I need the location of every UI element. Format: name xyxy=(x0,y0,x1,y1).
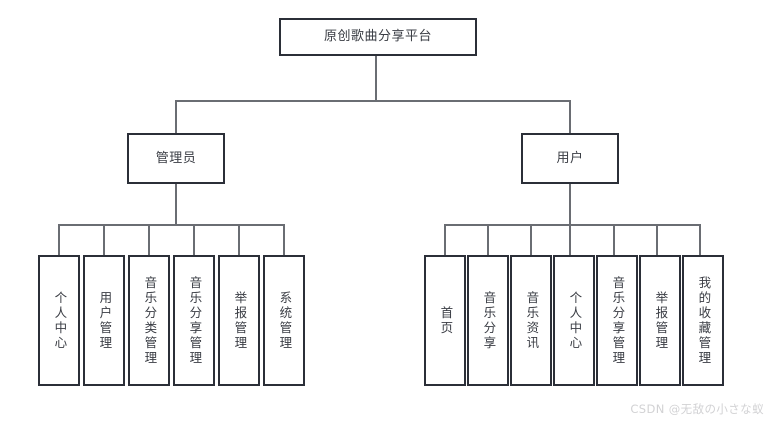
connector-admin-drop-1 xyxy=(58,224,60,256)
connector-user-bus xyxy=(444,224,699,226)
connector-admin-drop-5 xyxy=(238,224,240,256)
connector-admin-bus xyxy=(58,224,284,226)
node-leaf-user-1[interactable]: 首页 xyxy=(424,255,466,386)
node-leaf-user-2[interactable]: 音乐分享 xyxy=(467,255,509,386)
node-leaf-user-4[interactable]: 个人中心 xyxy=(553,255,595,386)
node-leaf-user-5[interactable]: 音乐分享管理 xyxy=(596,255,638,386)
connector-user-stem xyxy=(569,184,571,225)
node-leaf-admin-2[interactable]: 用户管理 xyxy=(83,255,125,386)
connector-admin-drop-2 xyxy=(103,224,105,256)
connector-user-drop-5 xyxy=(613,224,615,256)
connector-root-stem xyxy=(375,56,377,101)
connector-user-drop-3 xyxy=(530,224,532,256)
connector-user-drop-6 xyxy=(656,224,658,256)
connector-drop-admin xyxy=(175,100,177,134)
node-leaf-admin-1[interactable]: 个人中心 xyxy=(38,255,80,386)
node-leaf-user-6[interactable]: 举报管理 xyxy=(639,255,681,386)
connector-user-drop-2 xyxy=(487,224,489,256)
connector-admin-drop-6 xyxy=(283,224,285,256)
watermark: CSDN @无敌の小さな蚁 xyxy=(630,402,764,416)
connector-user-drop-4 xyxy=(569,224,571,256)
node-branch-user[interactable]: 用户 xyxy=(521,133,619,184)
node-leaf-admin-4[interactable]: 音乐分享管理 xyxy=(173,255,215,386)
connector-root-bus xyxy=(175,100,571,102)
connector-admin-drop-4 xyxy=(193,224,195,256)
node-leaf-admin-5[interactable]: 举报管理 xyxy=(218,255,260,386)
connector-user-drop-7 xyxy=(699,224,701,256)
connector-admin-drop-3 xyxy=(148,224,150,256)
node-branch-admin[interactable]: 管理员 xyxy=(127,133,225,184)
connector-user-drop-1 xyxy=(444,224,446,256)
node-leaf-user-7[interactable]: 我的收藏管理 xyxy=(682,255,724,386)
connector-drop-user xyxy=(569,100,571,134)
node-leaf-user-3[interactable]: 音乐资讯 xyxy=(510,255,552,386)
node-root[interactable]: 原创歌曲分享平台 xyxy=(279,18,477,56)
node-leaf-admin-6[interactable]: 系统管理 xyxy=(263,255,305,386)
node-leaf-admin-3[interactable]: 音乐分类管理 xyxy=(128,255,170,386)
connector-admin-stem xyxy=(175,184,177,225)
